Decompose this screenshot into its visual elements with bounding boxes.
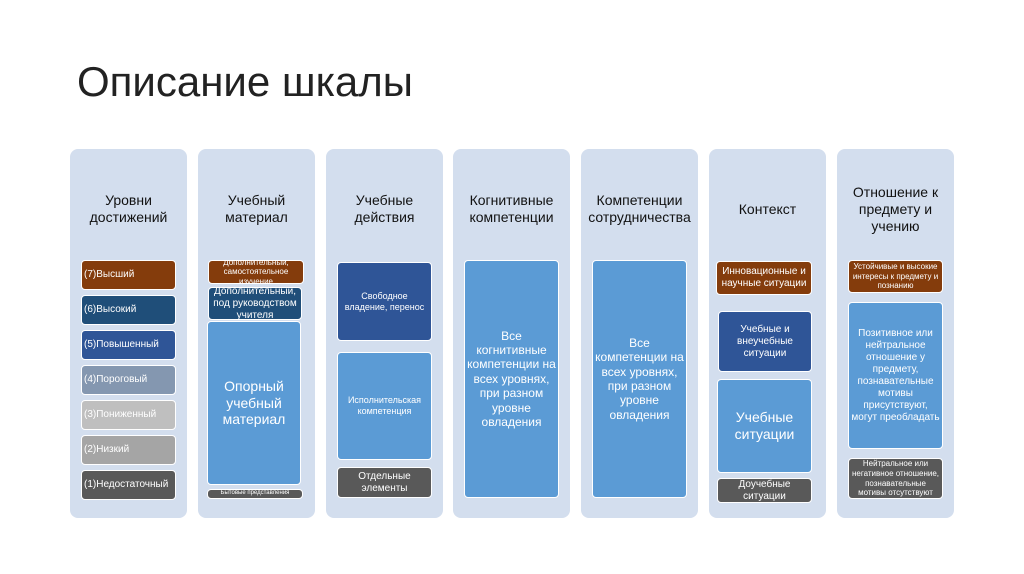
level-box: Учебные и внеучебные ситуации (718, 311, 812, 372)
level-box: Инновационные и научные ситуации (716, 261, 812, 295)
column-header: Учебные действия (354, 192, 415, 225)
level-box: (2)Низкий (81, 435, 176, 465)
level-box: (7)Высший (81, 260, 176, 290)
level-box: (6)Высокий (81, 295, 176, 325)
level-box: (4)Пороговый (81, 365, 176, 395)
column-header: Контекст (738, 200, 797, 217)
level-box: Учебные ситуации (717, 379, 812, 473)
level-box: (3)Пониженный (81, 400, 176, 430)
slide-title: Описание шкалы (77, 58, 413, 105)
level-box: Опорный учебный материал (207, 321, 301, 485)
level-box: Отдельные элементы (337, 467, 432, 498)
level-box: Исполнительская компетенция (337, 352, 432, 460)
column-header: Когнитивные компетенции (469, 192, 554, 225)
column-header: Учебный материал (225, 192, 288, 225)
level-box: Дополнительный, самостоятельное изучение (208, 260, 304, 284)
level-box: Свободное владение, перенос (337, 262, 432, 341)
level-box: Позитивное или нейтральное отношение у п… (848, 302, 943, 449)
level-box: Доучебные ситуации (717, 478, 812, 503)
level-box: (5)Повышенный (81, 330, 176, 360)
level-box: Все компетенции на всех уровнях, при раз… (592, 260, 687, 498)
column-header: Компетенции сотрудничества (588, 192, 691, 225)
level-box: Бытовые представления (207, 489, 303, 499)
column-header: Отношение к предмету и учению (852, 183, 939, 234)
level-box: Все когнитивные компетенции на всех уров… (464, 260, 559, 498)
column-1: Уровни достижений (7)Высший (6)Высокий (5)П… (70, 149, 187, 518)
level-box: Нейтральное или негативное отношение, по… (848, 458, 943, 499)
column-header: Уровни достижений (89, 192, 168, 225)
level-box: Дополнительный, под руководством учителя (208, 287, 302, 320)
level-box: Устойчивые и высокие интересы к предмету… (848, 260, 943, 293)
level-box: (1)Недостаточный (81, 470, 176, 500)
